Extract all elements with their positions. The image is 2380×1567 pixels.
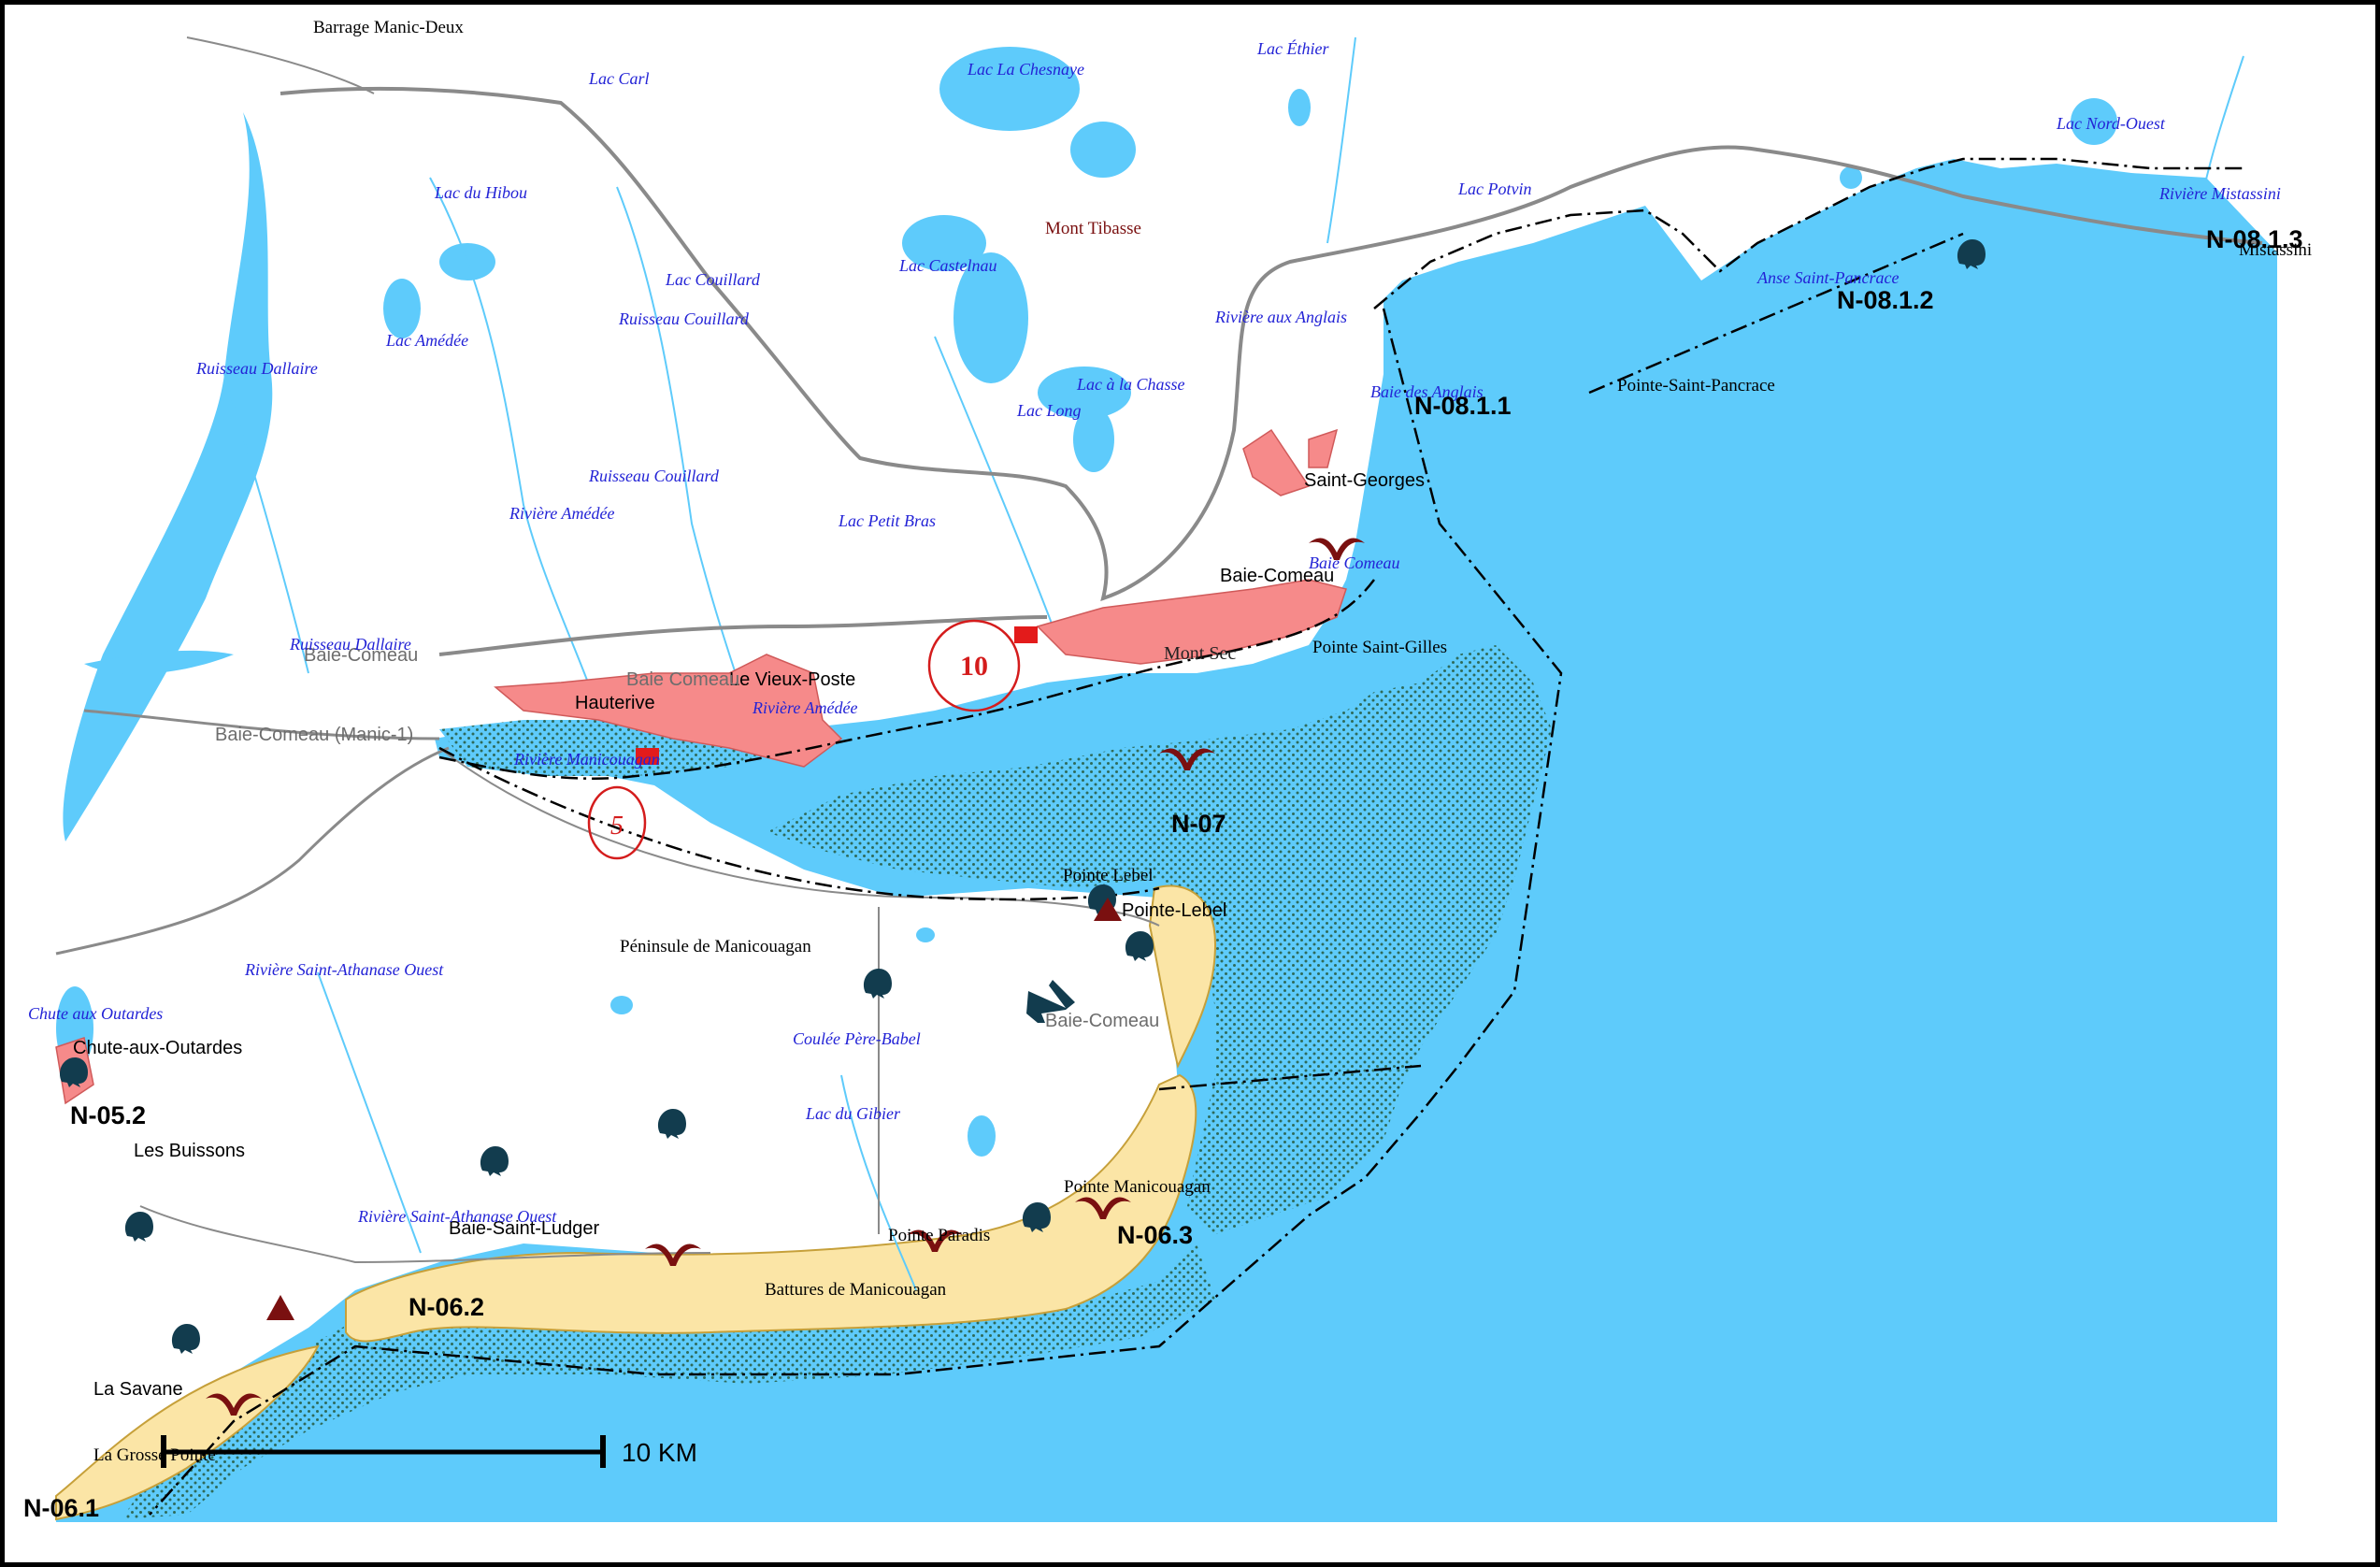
zone-label: N-05.2 — [70, 1101, 146, 1129]
hydro-label: Lac du Hibou — [434, 183, 527, 202]
hydro-label: Lac Potvin — [1457, 180, 1532, 198]
hydro-label: Lac du Gibier — [805, 1104, 901, 1123]
zone-boundaries — [149, 157, 2244, 1516]
airport-icon — [1026, 980, 1075, 1023]
hydro-label: Rivière Manicouagan — [513, 750, 660, 769]
place-label: Baie-Saint-Ludger — [449, 1218, 600, 1239]
hydro-label: Lac Petit Bras — [838, 511, 936, 530]
hydro-label: Lac Éthier — [1256, 38, 1329, 58]
seal-icon — [863, 969, 892, 999]
marker-10[interactable]: 10 — [927, 619, 1021, 712]
urban-areas — [55, 428, 1347, 1105]
place-label: Le Vieux-Poste — [729, 669, 855, 690]
beach-pointe-lebel — [1148, 884, 1217, 1069]
hydro-labels: Lac Carl Lac La Chesnaye Lac Éthier Lac … — [28, 38, 2281, 1226]
hydro-label: Baie des Anglais — [1370, 382, 1484, 401]
hydro-label: Lac à la Chasse — [1076, 375, 1185, 394]
seal-icon — [657, 1109, 686, 1139]
hydro-label: Lac Carl — [588, 69, 650, 88]
zone-label: N-08.1.1 — [1414, 392, 1512, 420]
hydro-label: Lac Long — [1016, 401, 1082, 420]
grey-label: Baie-Comeau (Manic-1) — [215, 725, 413, 745]
map[interactable]: 10 KM 10 5 Barrage Ma — [5, 5, 2375, 1562]
hydro-label: Lac Couillard — [665, 270, 761, 289]
place-label: Chute-aux-Outardes — [73, 1038, 242, 1058]
grey-label: Baie-Comeau — [304, 645, 418, 666]
place-label: Pointe-Saint-Pancrace — [1617, 376, 1775, 395]
grey-labels: Baie-Comeau Baie-Comeau (Manic-1) Baie C… — [215, 645, 1159, 1031]
hydro-label: Lac La Chesnaye — [967, 60, 1084, 79]
camp-icon — [1094, 898, 1122, 921]
seal-icon — [124, 1212, 153, 1242]
seal-icon — [480, 1146, 509, 1176]
seal-icon — [171, 1324, 200, 1354]
hydro-label: Chute aux Outardes — [28, 1004, 163, 1023]
hydro-label: Rivière Saint-Athanase Ouest — [357, 1207, 557, 1226]
hydro-label: Baie Comeau — [1309, 553, 1399, 572]
hydro-label: Ruisseau Couillard — [618, 309, 750, 328]
seal-icon — [1125, 931, 1154, 961]
hydro-label: Lac Castelnau — [898, 256, 997, 275]
hydro-label: Ruisseau Couillard — [588, 467, 720, 485]
hydro-label: Coulée Père-Babel — [793, 1029, 921, 1048]
hydro-label: Ruisseau Dallaire — [195, 359, 318, 378]
zone-label: N-06.2 — [409, 1293, 484, 1321]
hydro-label: Lac Nord-Ouest — [2056, 114, 2166, 133]
camp-icon — [266, 1295, 294, 1320]
hydro-network — [56, 47, 2117, 1157]
zone-label: N-07 — [1171, 810, 1226, 838]
zone-label: N-08.1.3 — [2206, 225, 2303, 253]
place-label: Péninsule de Manicouagan — [620, 937, 811, 956]
grey-label: Baie Comeau — [626, 669, 739, 690]
hydro-label: Rivière Mistassini — [2158, 184, 2281, 203]
zone-label: N-06.3 — [1117, 1221, 1193, 1249]
place-label: Pointe-Lebel — [1122, 900, 1226, 921]
marsh-n07 — [767, 645, 1552, 1234]
rivers — [223, 36, 2244, 1291]
place-label: Saint-Georges — [1304, 470, 1425, 491]
place-label: Mistassini — [2239, 240, 2312, 260]
scale-label: 10 KM — [622, 1438, 697, 1467]
hydro-label: Rivière Amédée — [509, 504, 614, 523]
camp-icons — [266, 898, 1122, 1320]
place-label: Mont Sec — [1164, 643, 1236, 664]
beach-battures — [345, 1073, 1197, 1343]
marker-10-label: 10 — [960, 651, 988, 682]
facility-icon — [636, 748, 659, 765]
zone-label: N-08.1.2 — [1837, 286, 1934, 314]
hydro-label: Anse Saint-Pancrace — [1756, 268, 1899, 287]
hydro-label: Lac Amédée — [385, 331, 468, 350]
zone-label: N-06.1 — [23, 1494, 99, 1522]
place-label: Barrage Manic-Deux — [313, 18, 464, 37]
place-label: Hauterive — [575, 693, 655, 713]
place-label: Pointe Saint-Gilles — [1312, 638, 1447, 657]
beach-la-savane — [55, 1344, 320, 1521]
zone-labels: N-08.1.3 N-08.1.2 N-08.1.1 N-07 N-06.3 N… — [23, 225, 2303, 1522]
place-label: La Grosse Pointe — [93, 1445, 216, 1465]
place-label: Pointe Lebel — [1063, 866, 1154, 885]
marker-5-label: 5 — [610, 812, 624, 841]
facility-icon — [1014, 626, 1038, 643]
place-label: Pointe Paradis — [888, 1226, 990, 1245]
hydro-label: Rivière Saint-Athanase Ouest — [244, 960, 444, 979]
hydro-label: Rivière aux Anglais — [1214, 308, 1347, 326]
place-label: La Savane — [93, 1379, 183, 1400]
place-label: Mont Tibasse — [1045, 219, 1141, 238]
place-label: Les Buissons — [134, 1141, 245, 1161]
hydro-label: Rivière Amédée — [752, 698, 857, 717]
hydro-label: Ruisseau Dallaire — [289, 635, 411, 654]
place-label: Battures de Manicouagan — [765, 1280, 947, 1300]
place-labels: Barrage Manic-Deux Mont Tibasse Pointe-S… — [73, 18, 2312, 1465]
place-label: Baie-Comeau — [1220, 566, 1334, 586]
marker-5[interactable]: 5 — [587, 785, 647, 860]
place-label: Pointe Manicouagan — [1064, 1177, 1211, 1197]
scale-bar: 10 KM — [161, 1435, 697, 1468]
grey-label: Baie-Comeau — [1045, 1011, 1159, 1031]
red-facility-icons — [636, 626, 1038, 765]
